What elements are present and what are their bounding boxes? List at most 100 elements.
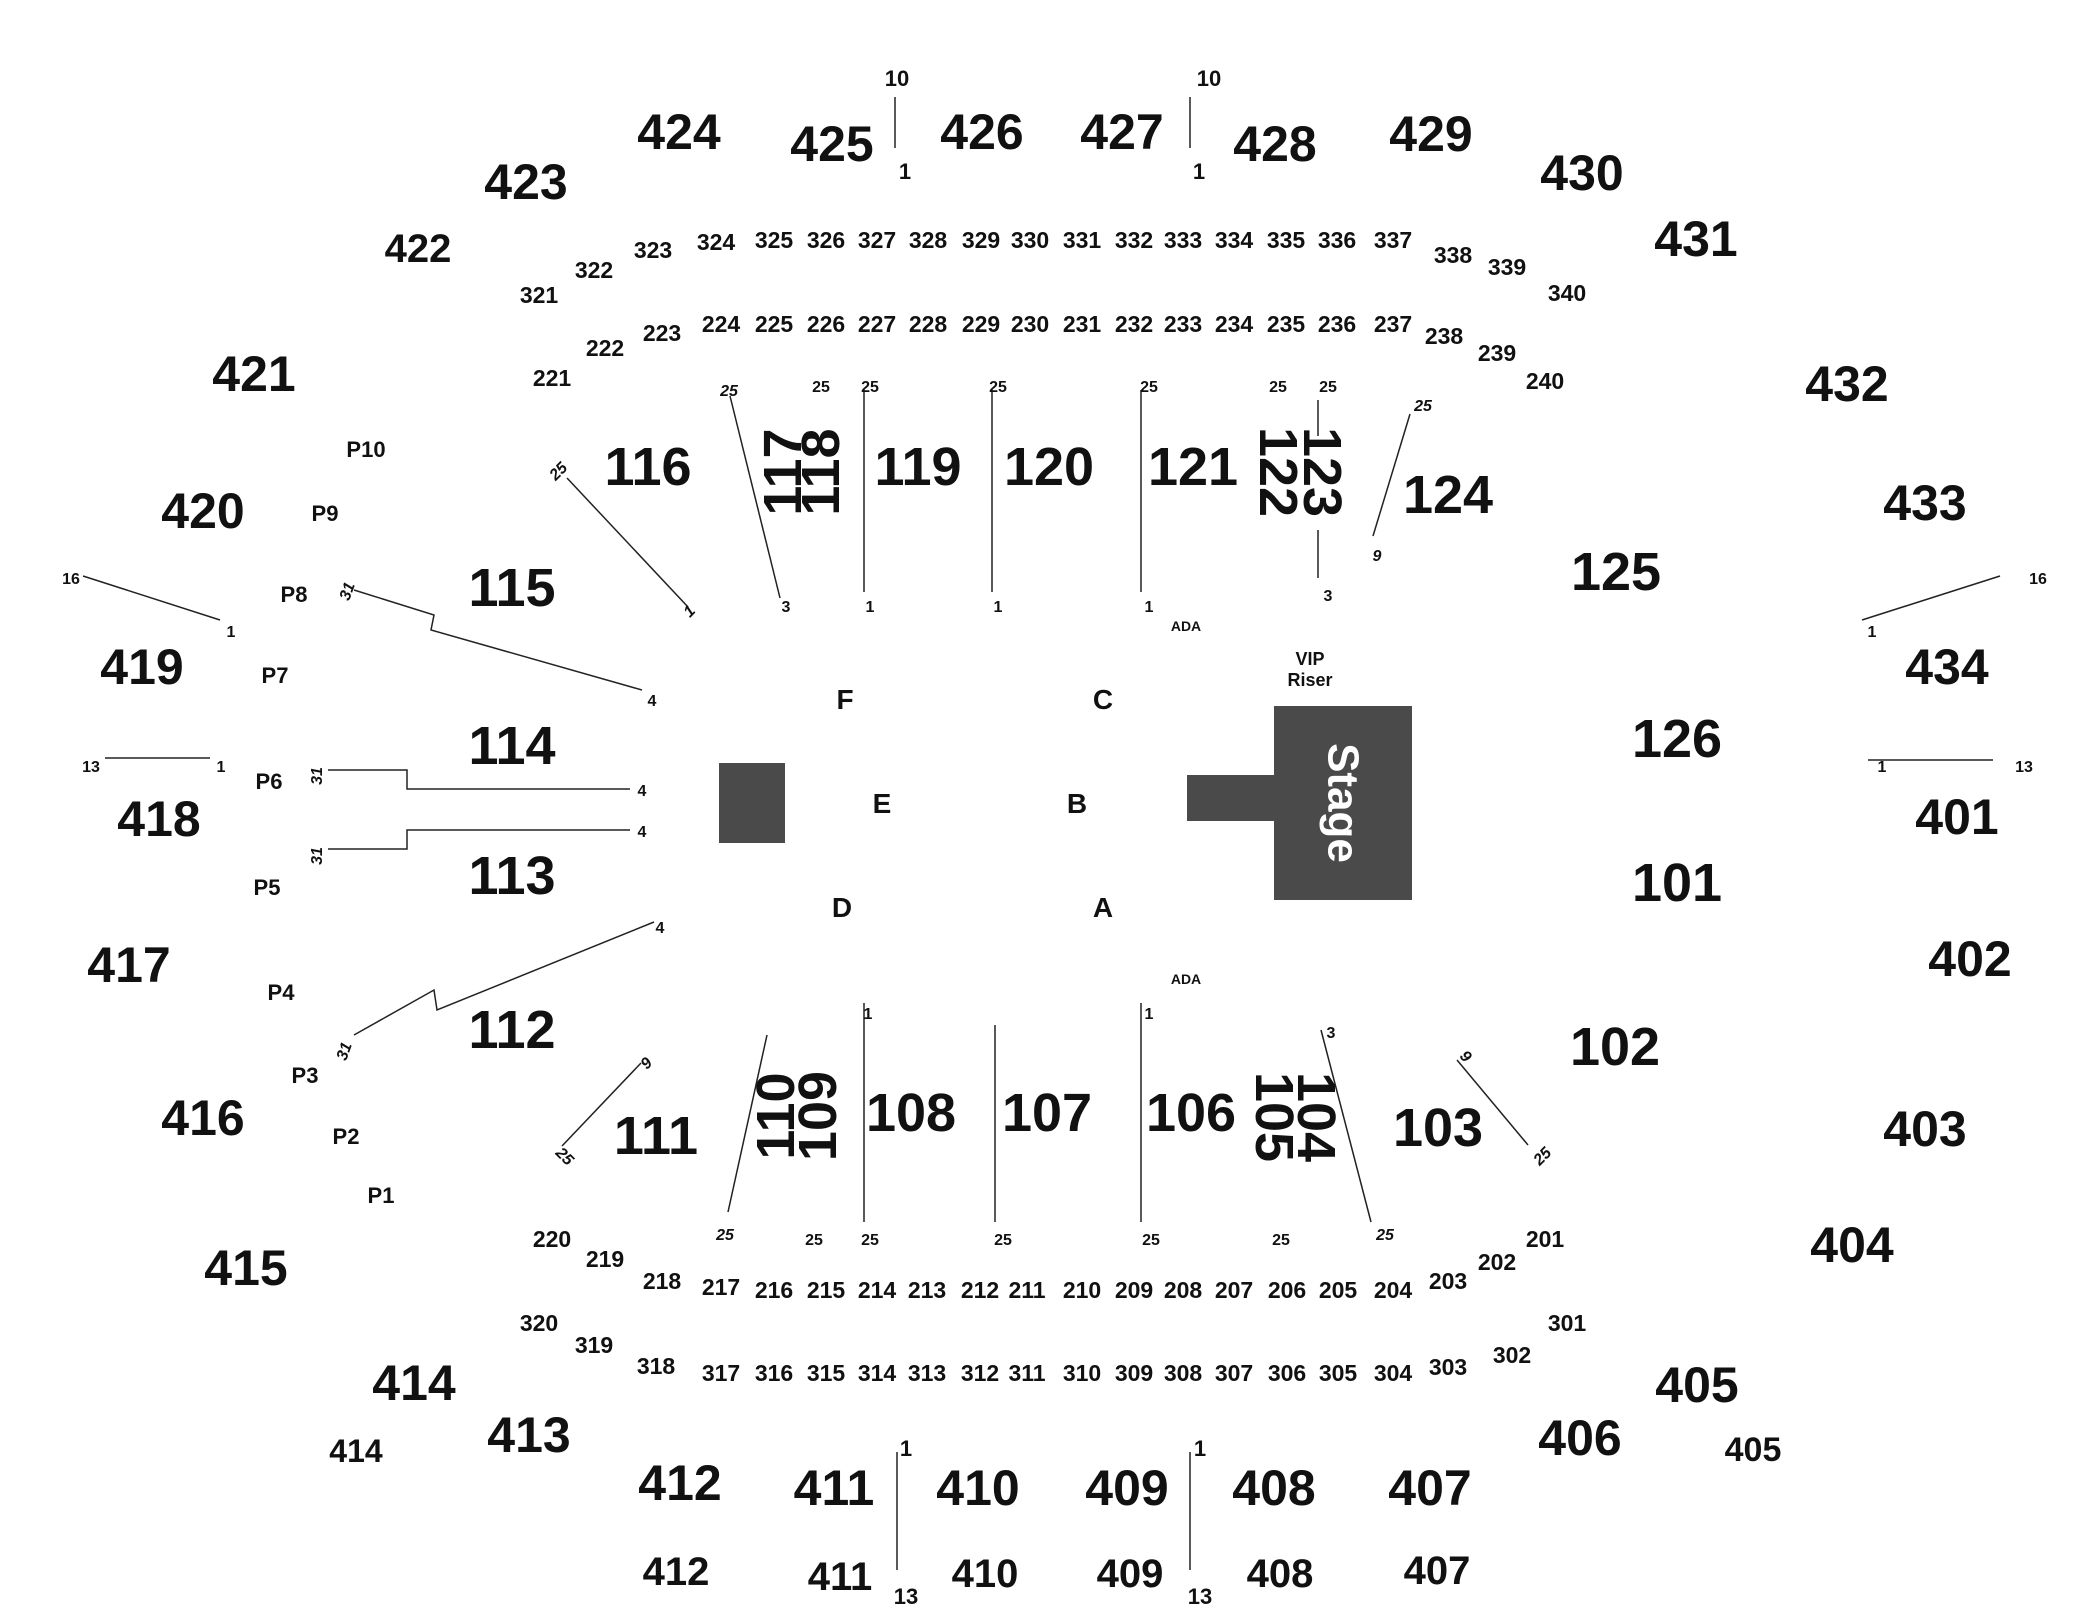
- section-427[interactable]: 427: [1080, 104, 1163, 160]
- section-234[interactable]: 234: [1215, 311, 1254, 337]
- section-337[interactable]: 337: [1374, 227, 1412, 253]
- section-107[interactable]: 107: [1002, 1083, 1092, 1143]
- section-307[interactable]: 307: [1215, 1360, 1253, 1386]
- section-322[interactable]: 322: [575, 257, 613, 283]
- section-312[interactable]: 312: [961, 1360, 999, 1386]
- section-230[interactable]: 230: [1011, 311, 1049, 337]
- section-235[interactable]: 235: [1267, 311, 1306, 337]
- section-103[interactable]: 103: [1393, 1098, 1483, 1158]
- section-113[interactable]: 113: [468, 846, 555, 906]
- section-225[interactable]: 225: [755, 311, 794, 337]
- section-319[interactable]: 319: [575, 1332, 613, 1358]
- section-429[interactable]: 429: [1389, 106, 1472, 162]
- section-405[interactable]: 405: [1655, 1357, 1738, 1413]
- section-306[interactable]: 306: [1268, 1360, 1306, 1386]
- section-229[interactable]: 229: [962, 311, 1000, 337]
- section-p10[interactable]: P10: [346, 437, 385, 462]
- section-428[interactable]: 428: [1233, 116, 1316, 172]
- section-314[interactable]: 314: [858, 1360, 897, 1386]
- section-209[interactable]: 209: [1115, 1277, 1153, 1303]
- section-426[interactable]: 426: [940, 104, 1023, 160]
- section-412-lower[interactable]: 412: [643, 1550, 710, 1594]
- section-303[interactable]: 303: [1429, 1354, 1467, 1380]
- section-411[interactable]: 411: [794, 1460, 875, 1516]
- stage-block[interactable]: [1274, 706, 1412, 900]
- section-334[interactable]: 334: [1215, 227, 1254, 253]
- floor-section-f[interactable]: F: [836, 684, 853, 715]
- section-407-lower[interactable]: 407: [1404, 1549, 1471, 1593]
- section-409[interactable]: 409: [1085, 1460, 1168, 1516]
- section-406[interactable]: 406: [1538, 1410, 1621, 1466]
- section-p7[interactable]: P7: [262, 663, 289, 688]
- section-401[interactable]: 401: [1915, 789, 1998, 845]
- section-407[interactable]: 407: [1388, 1460, 1471, 1516]
- section-p1[interactable]: P1: [368, 1183, 395, 1208]
- section-414[interactable]: 414: [372, 1355, 456, 1411]
- section-p2[interactable]: P2: [333, 1124, 360, 1149]
- section-201[interactable]: 201: [1526, 1226, 1565, 1252]
- section-316[interactable]: 316: [755, 1360, 793, 1386]
- section-434[interactable]: 434: [1905, 639, 1989, 695]
- section-339[interactable]: 339: [1488, 254, 1526, 280]
- section-232[interactable]: 232: [1115, 311, 1153, 337]
- section-220[interactable]: 220: [533, 1226, 571, 1252]
- section-304[interactable]: 304: [1374, 1360, 1413, 1386]
- section-414-lower[interactable]: 414: [329, 1433, 383, 1469]
- section-333[interactable]: 333: [1164, 227, 1202, 253]
- section-219[interactable]: 219: [586, 1246, 624, 1272]
- section-332[interactable]: 332: [1115, 227, 1153, 253]
- section-117[interactable]: 117: [753, 428, 813, 515]
- section-122[interactable]: 122: [1248, 427, 1308, 517]
- section-208[interactable]: 208: [1164, 1277, 1203, 1303]
- section-212[interactable]: 212: [961, 1277, 999, 1303]
- section-106[interactable]: 106: [1146, 1083, 1236, 1143]
- section-308[interactable]: 308: [1164, 1360, 1203, 1386]
- floor-section-a[interactable]: A: [1093, 892, 1113, 923]
- section-227[interactable]: 227: [858, 311, 896, 337]
- section-338[interactable]: 338: [1434, 242, 1473, 268]
- section-204[interactable]: 204: [1374, 1277, 1413, 1303]
- section-207[interactable]: 207: [1215, 1277, 1253, 1303]
- section-p6[interactable]: P6: [256, 769, 283, 794]
- section-411-lower[interactable]: 411: [808, 1555, 873, 1599]
- section-403[interactable]: 403: [1883, 1101, 1966, 1157]
- section-237[interactable]: 237: [1374, 311, 1412, 337]
- section-p5[interactable]: P5: [254, 875, 281, 900]
- section-p9[interactable]: P9: [312, 501, 339, 526]
- section-305[interactable]: 305: [1319, 1360, 1358, 1386]
- section-412[interactable]: 412: [638, 1455, 721, 1511]
- section-120[interactable]: 120: [1004, 437, 1094, 497]
- section-417[interactable]: 417: [87, 937, 170, 993]
- section-318[interactable]: 318: [637, 1353, 676, 1379]
- section-102[interactable]: 102: [1570, 1017, 1660, 1077]
- section-124[interactable]: 124: [1403, 465, 1493, 525]
- section-405-lower[interactable]: 405: [1725, 1431, 1782, 1469]
- section-126[interactable]: 126: [1632, 709, 1722, 769]
- section-p4[interactable]: P4: [268, 980, 296, 1005]
- section-408[interactable]: 408: [1232, 1460, 1315, 1516]
- section-410[interactable]: 410: [936, 1460, 1019, 1516]
- section-326[interactable]: 326: [807, 227, 845, 253]
- section-223[interactable]: 223: [643, 320, 681, 346]
- section-425[interactable]: 425: [790, 116, 873, 172]
- section-123[interactable]: 123: [1292, 427, 1352, 517]
- section-111[interactable]: 111: [614, 1106, 698, 1166]
- section-110[interactable]: 110: [746, 1072, 806, 1159]
- section-309[interactable]: 309: [1115, 1360, 1153, 1386]
- floor-section-d[interactable]: D: [832, 892, 852, 923]
- section-323[interactable]: 323: [634, 237, 672, 263]
- section-301[interactable]: 301: [1548, 1310, 1587, 1336]
- section-430[interactable]: 430: [1540, 145, 1623, 201]
- section-115[interactable]: 115: [468, 558, 555, 618]
- section-431[interactable]: 431: [1654, 211, 1737, 267]
- section-419[interactable]: 419: [100, 639, 183, 695]
- section-210[interactable]: 210: [1063, 1277, 1101, 1303]
- section-105[interactable]: 105: [1244, 1072, 1304, 1162]
- section-217[interactable]: 217: [702, 1274, 740, 1300]
- floor-section-e[interactable]: E: [873, 788, 892, 819]
- section-328[interactable]: 328: [909, 227, 948, 253]
- section-239[interactable]: 239: [1478, 340, 1516, 366]
- section-329[interactable]: 329: [962, 227, 1000, 253]
- section-226[interactable]: 226: [807, 311, 845, 337]
- section-313[interactable]: 313: [908, 1360, 946, 1386]
